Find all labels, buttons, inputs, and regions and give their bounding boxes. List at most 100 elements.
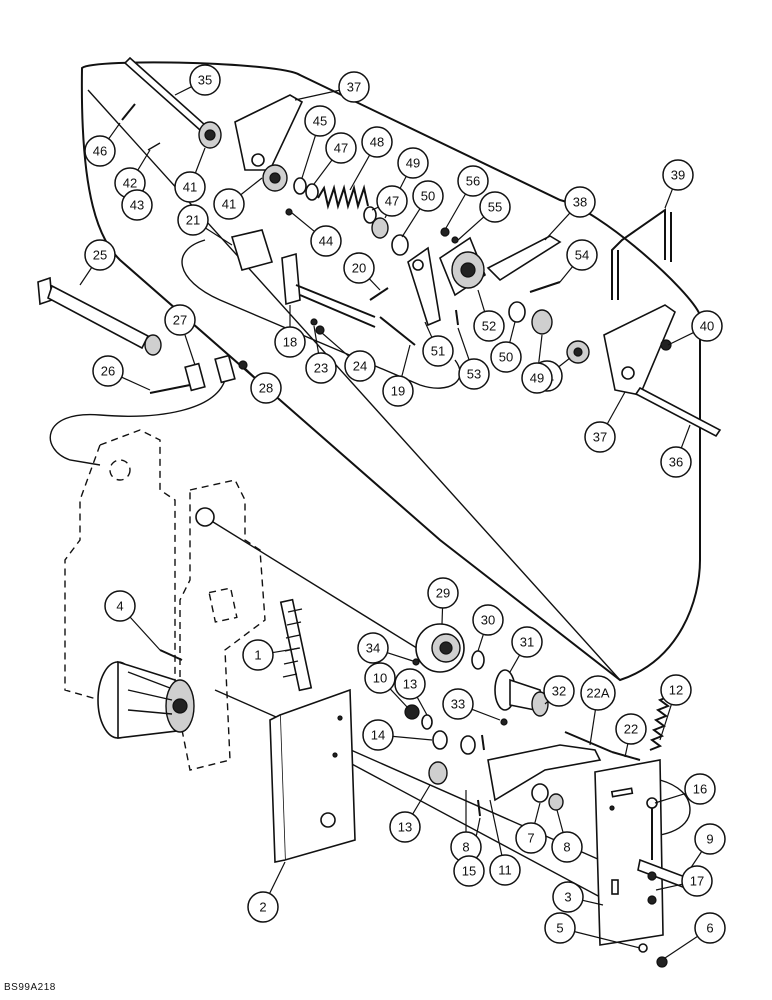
callout-47b: 47 [376, 185, 408, 217]
callout-41b: 41 [213, 188, 245, 220]
washer-45 [293, 177, 307, 195]
shaft-25 [37, 276, 162, 356]
callout-bubble [338, 71, 370, 103]
callout-35: 35 [189, 64, 221, 96]
arm-11 [487, 744, 602, 802]
callout-50b: 50 [490, 341, 522, 373]
leader-line-13b [412, 784, 431, 815]
callout-3: 3 [552, 881, 584, 913]
callout-4: 4 [104, 590, 136, 622]
plate-18 [281, 252, 301, 306]
callout-number: 33 [451, 697, 465, 712]
leader-line-48 [349, 154, 371, 191]
leader-line-55 [457, 216, 485, 241]
leader-line-3 [582, 899, 604, 906]
callout-49a: 49 [397, 147, 429, 179]
callout-number: 10 [373, 671, 387, 686]
leader-line-16 [654, 792, 686, 804]
callout-number: 13 [398, 820, 412, 835]
leader-line-37a [294, 89, 340, 101]
leader-line-38 [544, 212, 571, 241]
leader-line-39 [664, 188, 674, 209]
callout-bubble [422, 335, 454, 367]
callout-bubble [84, 239, 116, 271]
washer-8 [460, 735, 476, 755]
leader-line-37b [606, 391, 626, 425]
callout-bubble [364, 662, 396, 694]
callout-41a: 41 [174, 171, 206, 203]
nut-17 [647, 871, 657, 881]
callout-18: 18 [274, 326, 306, 358]
callout-number: 54 [575, 248, 589, 263]
callout-number: 34 [366, 641, 380, 656]
nut-34 [412, 658, 420, 666]
leader-line-44 [291, 212, 315, 232]
leader-line-28 [244, 367, 256, 379]
callout-number: 53 [467, 367, 481, 382]
spring-48 [317, 184, 369, 210]
callout-47a: 47 [325, 132, 357, 164]
callout-55: 55 [479, 191, 511, 223]
pin-15 [481, 734, 485, 751]
leader-line-50a [401, 208, 421, 238]
bracket-hole [621, 366, 635, 380]
callout-number: 48 [370, 135, 384, 150]
callout-50a: 50 [412, 180, 444, 212]
callout-14: 14 [362, 719, 394, 751]
roll-pin-46 [121, 103, 136, 121]
connector-line [204, 516, 421, 651]
callout-26: 26 [92, 355, 124, 387]
callout-bubble [489, 854, 521, 886]
callout-bubble [325, 132, 357, 164]
washer-5 [638, 943, 648, 953]
callout-number: 27 [173, 313, 187, 328]
bearing-41 [262, 164, 288, 192]
leader-line-4 [129, 616, 161, 651]
callout-number: 45 [313, 114, 327, 129]
callout-49b: 49 [521, 362, 553, 394]
washer-47 [305, 183, 319, 201]
callout-bubble [479, 191, 511, 223]
callout-39: 39 [662, 159, 694, 191]
callout-bubble [511, 626, 543, 658]
callout-bubble [397, 147, 429, 179]
callout-number: 40 [700, 319, 714, 334]
callout-17: 17 [681, 865, 713, 897]
bolt-22A [564, 731, 613, 753]
guard-plate [269, 688, 356, 863]
callout-5: 5 [544, 912, 576, 944]
callout-36: 36 [660, 446, 692, 478]
leader-line-41a [194, 147, 206, 174]
callout-16: 16 [684, 773, 716, 805]
leader-line-51 [424, 321, 433, 338]
callout-bubble [681, 865, 713, 897]
callout-number: 37 [347, 80, 361, 95]
callout-bubble [515, 822, 547, 854]
leader-line-54 [559, 266, 573, 283]
callout-bubble [250, 372, 282, 404]
washer-8 [548, 793, 564, 811]
callout-40: 40 [691, 310, 723, 342]
callout-number: 39 [671, 168, 685, 183]
callout-number: 1 [254, 648, 261, 663]
callout-bubble [274, 326, 306, 358]
callout-bubble [357, 632, 389, 664]
callout-33: 33 [442, 688, 474, 720]
callout-bubble [564, 186, 596, 218]
bracket-37 [234, 94, 304, 171]
leader-line-35 [174, 86, 192, 96]
callout-bubble [247, 891, 279, 923]
callout-bubble [543, 675, 575, 707]
figure-code: BS99A218 [4, 982, 56, 993]
nut-17 [647, 895, 657, 905]
callout-bubble [551, 831, 583, 863]
plate-27 [214, 354, 236, 384]
callout-bubble [457, 165, 489, 197]
callout-bubble [453, 855, 485, 887]
callout-bubble [362, 719, 394, 751]
callout-bubble [344, 350, 376, 382]
callout-bubble [305, 352, 337, 384]
callout-number: 47 [385, 194, 399, 209]
callout-25: 25 [84, 239, 116, 271]
